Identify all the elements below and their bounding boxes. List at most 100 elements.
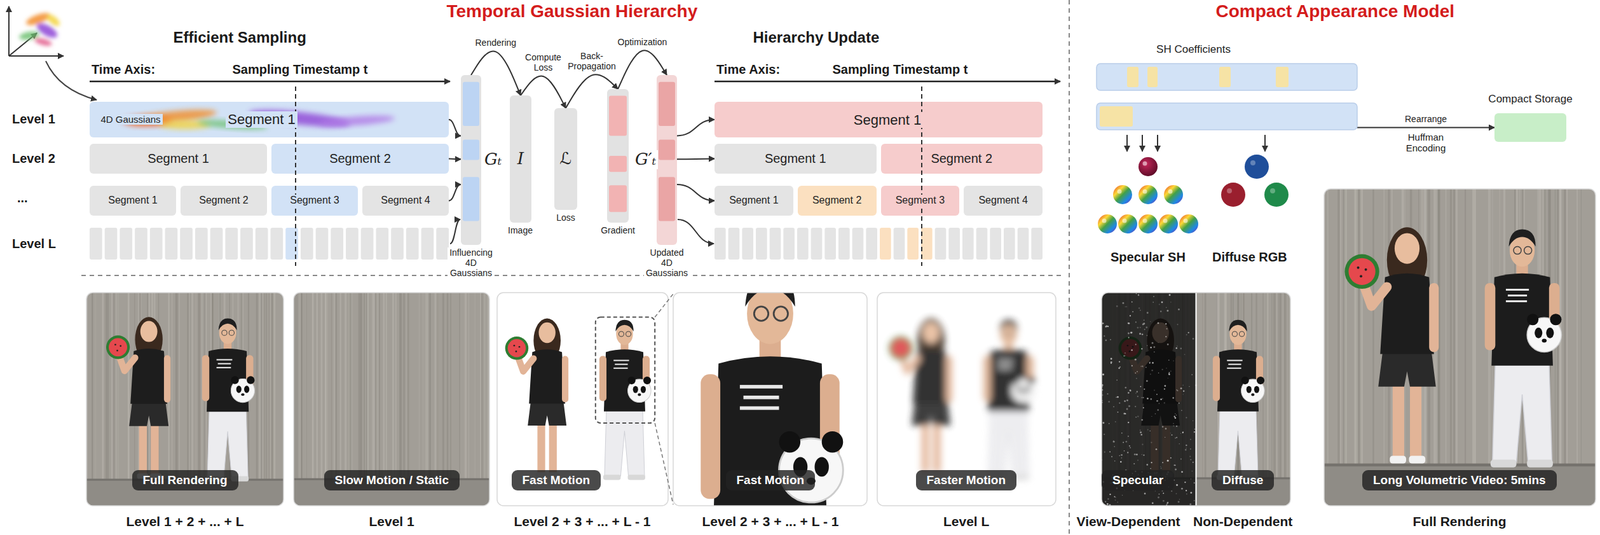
specular-speck bbox=[1109, 338, 1112, 341]
specular-speck bbox=[1149, 397, 1152, 400]
specular-speck bbox=[1151, 415, 1152, 417]
specular-speck bbox=[1164, 436, 1166, 438]
gaussian-icon bbox=[18, 10, 62, 48]
specular-speck bbox=[1155, 490, 1156, 491]
level-l-segment bbox=[315, 227, 329, 260]
level-l-segment bbox=[119, 227, 133, 260]
gaussian-blob bbox=[45, 12, 62, 29]
arm bbox=[945, 355, 953, 402]
sh-coefficient-bars: SH Coefficients bbox=[1096, 63, 1358, 131]
level-l-segment bbox=[865, 227, 878, 260]
level-l-segment bbox=[907, 227, 919, 260]
pavement-edge bbox=[1324, 463, 1596, 467]
label-pill: Long Volumetric Video: 5mins bbox=[1362, 469, 1557, 491]
specular-speck bbox=[1182, 393, 1184, 395]
specular-speck bbox=[1141, 364, 1144, 367]
specular-speck bbox=[1116, 305, 1119, 308]
specular-speck bbox=[1182, 430, 1184, 433]
wall-streak bbox=[178, 292, 180, 480]
specular-speck bbox=[1146, 397, 1149, 400]
specular-speck bbox=[1174, 437, 1177, 439]
label-holder: Level L bbox=[10, 236, 58, 252]
panel-heading: Efficient Sampling bbox=[171, 28, 309, 47]
photo-scene bbox=[86, 292, 284, 506]
gaussian-block bbox=[462, 139, 480, 160]
watermelon-seed bbox=[1364, 268, 1368, 271]
specular-speck bbox=[1162, 492, 1164, 494]
level-l-segment bbox=[345, 227, 359, 260]
specular-speck bbox=[1137, 294, 1140, 297]
level-l-segment bbox=[714, 227, 726, 260]
node-text: Segment 4 bbox=[976, 194, 1030, 206]
specular-speck bbox=[1124, 352, 1126, 353]
glasses bbox=[1010, 331, 1016, 337]
raised-arm bbox=[902, 357, 918, 372]
level-l-segment bbox=[270, 227, 284, 260]
shoe bbox=[1490, 459, 1517, 468]
hair bbox=[218, 317, 238, 330]
photo-panel bbox=[293, 292, 490, 506]
specular-speck bbox=[1143, 388, 1145, 390]
connector-arrow bbox=[448, 184, 461, 201]
wall-streak bbox=[358, 292, 361, 480]
wall-streak bbox=[127, 292, 129, 480]
shirt bbox=[713, 355, 828, 506]
segment-box: Segment 2 bbox=[881, 143, 1044, 174]
specular-speck bbox=[1137, 395, 1139, 397]
specular-speck bbox=[1140, 365, 1142, 367]
specular-speck bbox=[1137, 415, 1139, 417]
face bbox=[538, 322, 555, 343]
shirt-print bbox=[216, 366, 232, 369]
specular-sphere bbox=[1138, 214, 1158, 234]
wall-streak bbox=[373, 292, 376, 480]
specular-speck bbox=[1134, 372, 1136, 374]
level-l-segment bbox=[921, 227, 933, 260]
sh-bar bbox=[1096, 63, 1358, 91]
specular-speck bbox=[1127, 451, 1129, 453]
node-text: ℒ bbox=[557, 149, 574, 169]
gaussian-block bbox=[658, 176, 676, 221]
shirt-print bbox=[998, 363, 1012, 365]
zoom-line bbox=[654, 422, 674, 505]
wall-streak bbox=[360, 292, 362, 480]
panda-ear bbox=[1011, 376, 1020, 384]
photo-scene bbox=[673, 292, 843, 506]
specular-speck bbox=[1152, 301, 1154, 303]
specular-sphere bbox=[1118, 214, 1138, 234]
specular-speck bbox=[1188, 385, 1190, 387]
wall-streak bbox=[256, 292, 259, 480]
specular-speck bbox=[1118, 454, 1121, 456]
glasses bbox=[773, 306, 788, 321]
wall-streak bbox=[474, 292, 476, 480]
specular-speck bbox=[1180, 432, 1182, 434]
specular-speck bbox=[1121, 494, 1124, 496]
specular-sphere bbox=[1138, 157, 1158, 177]
node-text: Segment 1 bbox=[727, 194, 780, 206]
specular-speck bbox=[1182, 390, 1185, 392]
panda-ear bbox=[246, 375, 255, 384]
specular-speck bbox=[1145, 326, 1148, 329]
sphere-highlight bbox=[1122, 218, 1128, 224]
edge-label-holder: Optimization bbox=[615, 36, 670, 48]
wall-streak bbox=[437, 292, 439, 480]
panda-ear bbox=[821, 430, 844, 453]
node-text: Segment 3 bbox=[893, 194, 947, 206]
label-holder: Level 2 bbox=[10, 151, 58, 166]
specular-speck bbox=[1192, 420, 1194, 421]
watermelon-rind bbox=[889, 336, 913, 360]
level-l-segment bbox=[134, 227, 148, 260]
wall-streak bbox=[198, 292, 200, 480]
specular-speck bbox=[1172, 422, 1174, 424]
photo-scene bbox=[1101, 292, 1291, 506]
wall-streak bbox=[1372, 188, 1374, 466]
panda-eye bbox=[640, 385, 646, 393]
specular-speck bbox=[1116, 396, 1119, 398]
specular-speck bbox=[1146, 311, 1149, 314]
specular-speck bbox=[1165, 367, 1167, 369]
shirt-print bbox=[614, 363, 628, 365]
specular-speck bbox=[1127, 391, 1129, 393]
arm bbox=[164, 354, 171, 402]
watermelon-flesh bbox=[108, 337, 128, 356]
